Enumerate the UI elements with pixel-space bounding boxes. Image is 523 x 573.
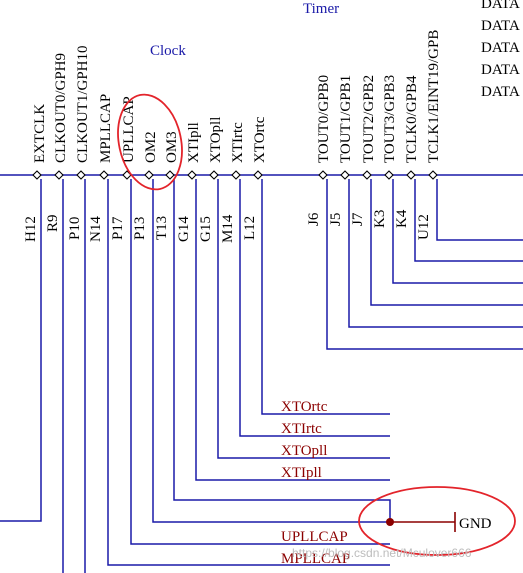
signal-mpllcap: MPLLCAP bbox=[98, 94, 114, 163]
wire-tout0 bbox=[326, 179, 523, 350]
signal-om2: OM2 bbox=[143, 131, 159, 163]
pin-marker bbox=[362, 170, 372, 180]
timer-section-title: Timer bbox=[303, 1, 339, 17]
watermark: https://blog.csdn.net/Mculover666 bbox=[292, 546, 472, 560]
wire-xtipll bbox=[195, 179, 390, 481]
signal-xtipll: XTIpll bbox=[186, 122, 202, 163]
pin-marker bbox=[253, 170, 263, 180]
clock-section-title: Clock bbox=[150, 43, 186, 59]
data-label: DATA bbox=[481, 0, 520, 12]
wire-tclk0 bbox=[414, 179, 523, 262]
pin-marker bbox=[231, 170, 241, 180]
signal-extclk: EXTCLK bbox=[32, 104, 48, 163]
data-label: DATA bbox=[481, 40, 520, 56]
net-labels: XTOrtc XTIrtc XTOpll XTIpll UPLLCAP MPLL… bbox=[281, 399, 350, 567]
signal-xtopll: XTOpll bbox=[208, 117, 224, 163]
data-label: DATA bbox=[481, 84, 520, 100]
pin-marker bbox=[165, 170, 175, 180]
signal-tout2: TOUT2/GPB2 bbox=[361, 75, 377, 163]
signal-clkout1: CLKOUT1/GPH10 bbox=[75, 45, 91, 163]
signal-tclk0: TCLK0/GPB4 bbox=[404, 75, 420, 163]
pin-p13: P13 bbox=[132, 217, 148, 240]
pin-j6: J6 bbox=[306, 212, 322, 226]
signal-upllcap: UPLLCAP bbox=[121, 96, 137, 163]
pin-j7: J7 bbox=[350, 212, 366, 226]
wire-tout1 bbox=[348, 179, 523, 328]
signal-tclk1: TCLK1/EINT19/GPB bbox=[426, 30, 442, 163]
wire-xtopll bbox=[217, 179, 390, 459]
timer-wires bbox=[326, 179, 523, 350]
pin-k4: K4 bbox=[394, 209, 410, 228]
timer-pin-numbers: J6 J5 J7 K3 K4 U12 bbox=[306, 209, 432, 240]
pin-r9: R9 bbox=[45, 214, 61, 232]
signal-clkout0: CLKOUT0/GPH9 bbox=[53, 53, 69, 163]
pin-marker bbox=[406, 170, 416, 180]
pin-marker bbox=[54, 170, 64, 180]
wire-xtirtc bbox=[239, 179, 390, 437]
clock-pin-numbers: H12 R9 P10 N14 P17 P13 T13 G14 G15 M14 L… bbox=[23, 214, 258, 243]
wire-om2 bbox=[152, 179, 390, 523]
clock-wires bbox=[0, 179, 391, 573]
pin-t13: T13 bbox=[154, 216, 170, 240]
net-label-upllcap: UPLLCAP bbox=[281, 529, 348, 545]
signal-xtirtc: XTIrtc bbox=[230, 122, 246, 163]
signal-om3: OM3 bbox=[164, 131, 180, 163]
net-label-xtopll: XTOpll bbox=[281, 443, 327, 459]
signal-tout1: TOUT1/GPB1 bbox=[338, 75, 354, 163]
net-label-mpllcap: MPLLCAP bbox=[281, 551, 350, 567]
pin-k3: K3 bbox=[372, 210, 388, 228]
gnd-connection: GND bbox=[386, 512, 492, 532]
net-label-xtortc: XTOrtc bbox=[281, 399, 328, 415]
pin-g14: G14 bbox=[176, 216, 192, 242]
pin-marker bbox=[32, 170, 42, 180]
pin-marker bbox=[99, 170, 109, 180]
pin-marker bbox=[318, 170, 328, 180]
highlight-ellipse-gnd bbox=[358, 486, 516, 556]
data-label: DATA bbox=[481, 62, 520, 78]
pin-marker bbox=[384, 170, 394, 180]
signal-xtortc: XTOrtc bbox=[252, 116, 268, 163]
pin-marker bbox=[428, 170, 438, 180]
pin-u12: U12 bbox=[416, 214, 432, 240]
pin-n14: N14 bbox=[88, 216, 104, 242]
timer-signal-names: TOUT0/GPB0 TOUT1/GPB1 TOUT2/GPB2 TOUT3/G… bbox=[316, 30, 442, 163]
pin-g15: G15 bbox=[198, 216, 214, 242]
highlight-ellipse-om bbox=[117, 93, 183, 191]
pin-marker bbox=[340, 170, 350, 180]
net-label-xtipll: XTIpll bbox=[281, 465, 322, 481]
gnd-label: GND bbox=[459, 516, 492, 532]
wire-tout3 bbox=[392, 179, 523, 284]
wire-upllcap bbox=[130, 179, 390, 545]
wire-xtortc bbox=[261, 179, 390, 415]
pin-p17: P17 bbox=[110, 216, 126, 240]
wire-om3 bbox=[173, 179, 391, 522]
pin-j5: J5 bbox=[328, 213, 344, 226]
pin-marker bbox=[187, 170, 197, 180]
wire-mpllcap bbox=[107, 179, 390, 566]
wire-extclk bbox=[0, 179, 42, 522]
net-label-xtirtc: XTIrtc bbox=[281, 421, 322, 437]
signal-tout3: TOUT3/GPB3 bbox=[382, 75, 398, 163]
pin-marker bbox=[76, 170, 86, 180]
signal-tout0: TOUT0/GPB0 bbox=[316, 75, 332, 163]
pin-h12: H12 bbox=[23, 216, 39, 242]
wire-tout2 bbox=[370, 179, 523, 306]
pin-m14: M14 bbox=[220, 214, 236, 243]
wire-tclk1 bbox=[436, 179, 523, 241]
pin-marker bbox=[209, 170, 219, 180]
pin-p10: P10 bbox=[67, 217, 83, 240]
pin-l12: L12 bbox=[242, 216, 258, 240]
clock-signal-names: EXTCLK CLKOUT0/GPH9 CLKOUT1/GPH10 MPLLCA… bbox=[32, 45, 268, 163]
data-labels-group: DATA DATA DATA DATA DATA bbox=[481, 0, 520, 100]
pin-marker bbox=[144, 170, 154, 180]
data-label: DATA bbox=[481, 18, 520, 34]
